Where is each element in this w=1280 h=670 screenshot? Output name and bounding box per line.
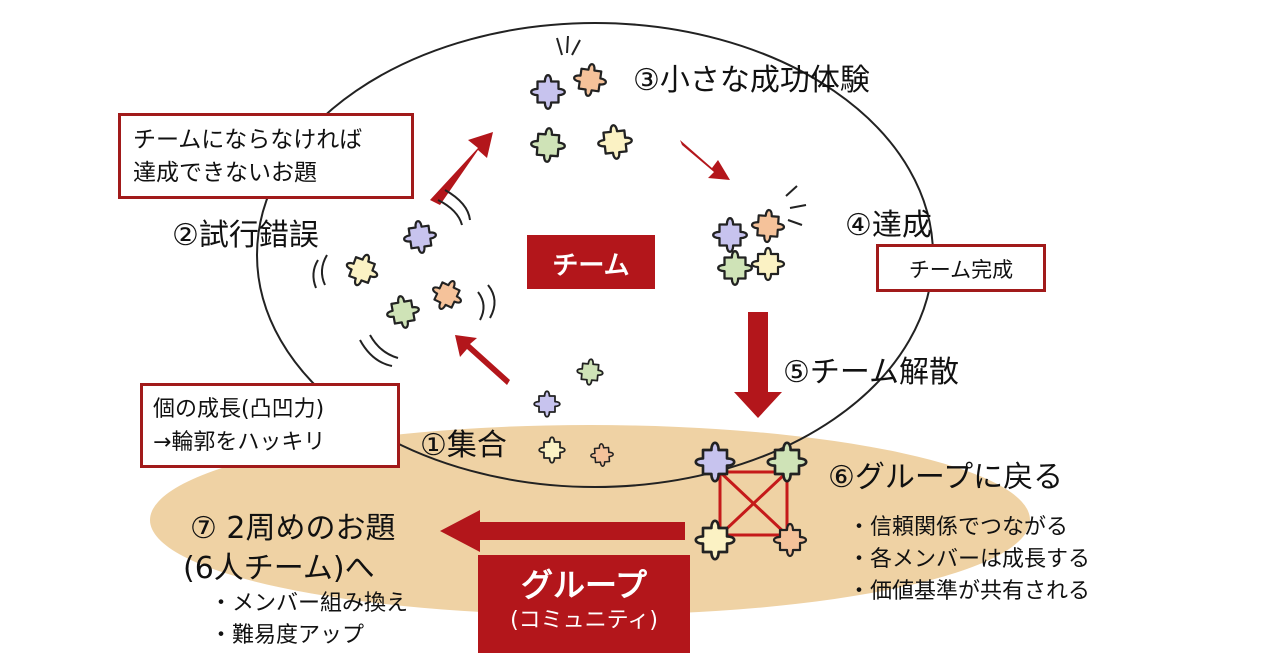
group-label-box: グループ (コミュニティ) [478,555,690,653]
group-point: ・信頼関係でつながる [848,512,1090,544]
team-complete-box: チーム完成 [876,244,1046,292]
arrow-to-achieve [680,140,730,180]
team-complete-label: チーム完成 [909,258,1013,282]
group-point: ・各メンバーは成長する [848,544,1090,576]
sparkle-lines-achieve [786,186,806,225]
step-3-label: ③小さな成功体験 [633,55,870,99]
group-points: ・信頼関係でつながる ・各メンバーは成長する ・価値基準が共有される [848,512,1090,608]
arrow-to-trial [455,335,510,385]
growth-line-2: →輪郭をハッキリ [153,426,387,459]
pieces-small-success [530,62,633,163]
step-2-label: ②試行錯誤 [172,210,319,254]
challenge-box: チームにならなければ 達成できないお題 [118,113,414,199]
arrow-to-success [430,132,493,205]
team-label-box: チーム [527,235,655,289]
growth-line-1: 個の成長(凸凹力) [153,393,387,426]
step-7-line-2: (6人チーム)へ [183,543,375,587]
arrow-disband [734,312,782,418]
growth-box: 個の成長(凸凹力) →輪郭をハッキリ [140,383,400,468]
sparkle-lines-success [557,36,580,55]
group-point: ・価値基準が共有される [848,576,1090,608]
step-1-label: ①集合 [420,420,507,464]
step-5-label: ⑤チーム解散 [783,347,959,391]
group-sublabel: (コミュニティ) [478,605,690,637]
step-4-label: ④達成 [845,200,932,244]
step-7-line-1: ⑦ 2周めのお題 [190,503,396,547]
pieces-trial-and-error [341,219,467,331]
next-points: ・メンバー組み換え ・難易度アップ [210,588,408,652]
group-label: グループ [478,565,690,605]
next-point: ・難易度アップ [210,620,408,652]
step-6-label: ⑥グループに戻る [828,452,1063,496]
pieces-achieved [713,209,785,285]
challenge-line-2: 達成できないお題 [133,157,399,190]
next-point: ・メンバー組み換え [210,588,408,620]
challenge-line-1: チームにならなければ [133,124,399,157]
team-label: チーム [552,251,629,281]
